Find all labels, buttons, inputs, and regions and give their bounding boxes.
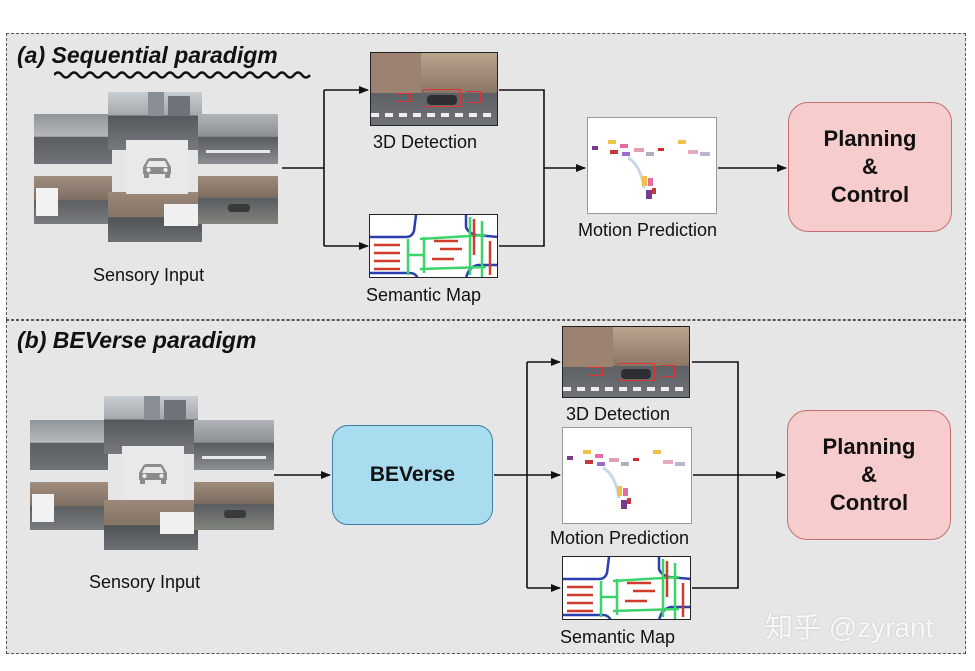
- detection-caption-a: 3D Detection: [373, 132, 478, 152]
- planning-ampersand-a: &: [862, 154, 878, 179]
- ego-car-tile: [126, 140, 188, 194]
- title-wavy-underline: [54, 71, 311, 79]
- camera-back-b: [104, 500, 198, 550]
- planning-control-box-b: Planning & Control: [787, 410, 951, 540]
- ego-car-tile-b: [122, 446, 184, 500]
- panel-b-title: (b) BEVerse paradigm: [17, 327, 257, 353]
- detection-caption-b: 3D Detection: [566, 404, 671, 424]
- camera-back: [108, 192, 202, 242]
- semantic-map-drawing-a: [370, 215, 497, 277]
- planning-label-b: Planning: [822, 434, 916, 459]
- camera-back-right: [198, 176, 278, 224]
- sensory-input-caption-b: Sensory Input: [89, 572, 201, 592]
- car-icon: [143, 158, 171, 178]
- camera-front-left-b: [30, 420, 108, 470]
- camera-back-right-b: [194, 482, 274, 530]
- planning-control-box-a: Planning & Control: [788, 102, 952, 232]
- car-icon: [139, 464, 167, 484]
- camera-front-right: [198, 114, 278, 164]
- semantic-map-caption-b: Semantic Map: [560, 627, 676, 647]
- connector-merge-a: [499, 89, 545, 247]
- semantic-map-drawing-b: [563, 557, 690, 619]
- control-label-b: Control: [829, 490, 909, 515]
- motion-prediction-drawing-b: [567, 450, 685, 509]
- sensory-input-caption-a: Sensory Input: [93, 265, 205, 285]
- sensory-input-collage-b: [30, 396, 274, 550]
- planning-ampersand-b: &: [861, 462, 877, 487]
- camera-front-b: [104, 396, 198, 454]
- watermark: 知乎 @zyrant: [765, 612, 934, 643]
- semantic-map-caption-a: Semantic Map: [366, 285, 482, 305]
- motion-prediction-drawing-a: [592, 140, 710, 199]
- camera-front-left: [34, 114, 112, 164]
- motion-prediction-image-b: [562, 427, 692, 524]
- camera-back-left-b: [30, 482, 108, 530]
- motion-prediction-caption-a: Motion Prediction: [578, 220, 718, 240]
- motion-prediction-image-a: [587, 117, 717, 214]
- camera-back-left: [34, 176, 112, 224]
- control-label-a: Control: [830, 182, 910, 207]
- detection-image-a: [370, 52, 498, 126]
- panel-a-title: (a) Sequential paradigm: [17, 42, 278, 68]
- sensory-input-collage-a: [34, 92, 278, 242]
- motion-prediction-caption-b: Motion Prediction: [550, 528, 690, 548]
- beverse-box: BEVerse: [332, 425, 493, 525]
- semantic-map-b: [562, 556, 691, 620]
- semantic-map-a: [369, 214, 498, 278]
- detection-image-b: [562, 326, 690, 398]
- planning-label-a: Planning: [823, 126, 917, 151]
- camera-front-right-b: [194, 420, 274, 470]
